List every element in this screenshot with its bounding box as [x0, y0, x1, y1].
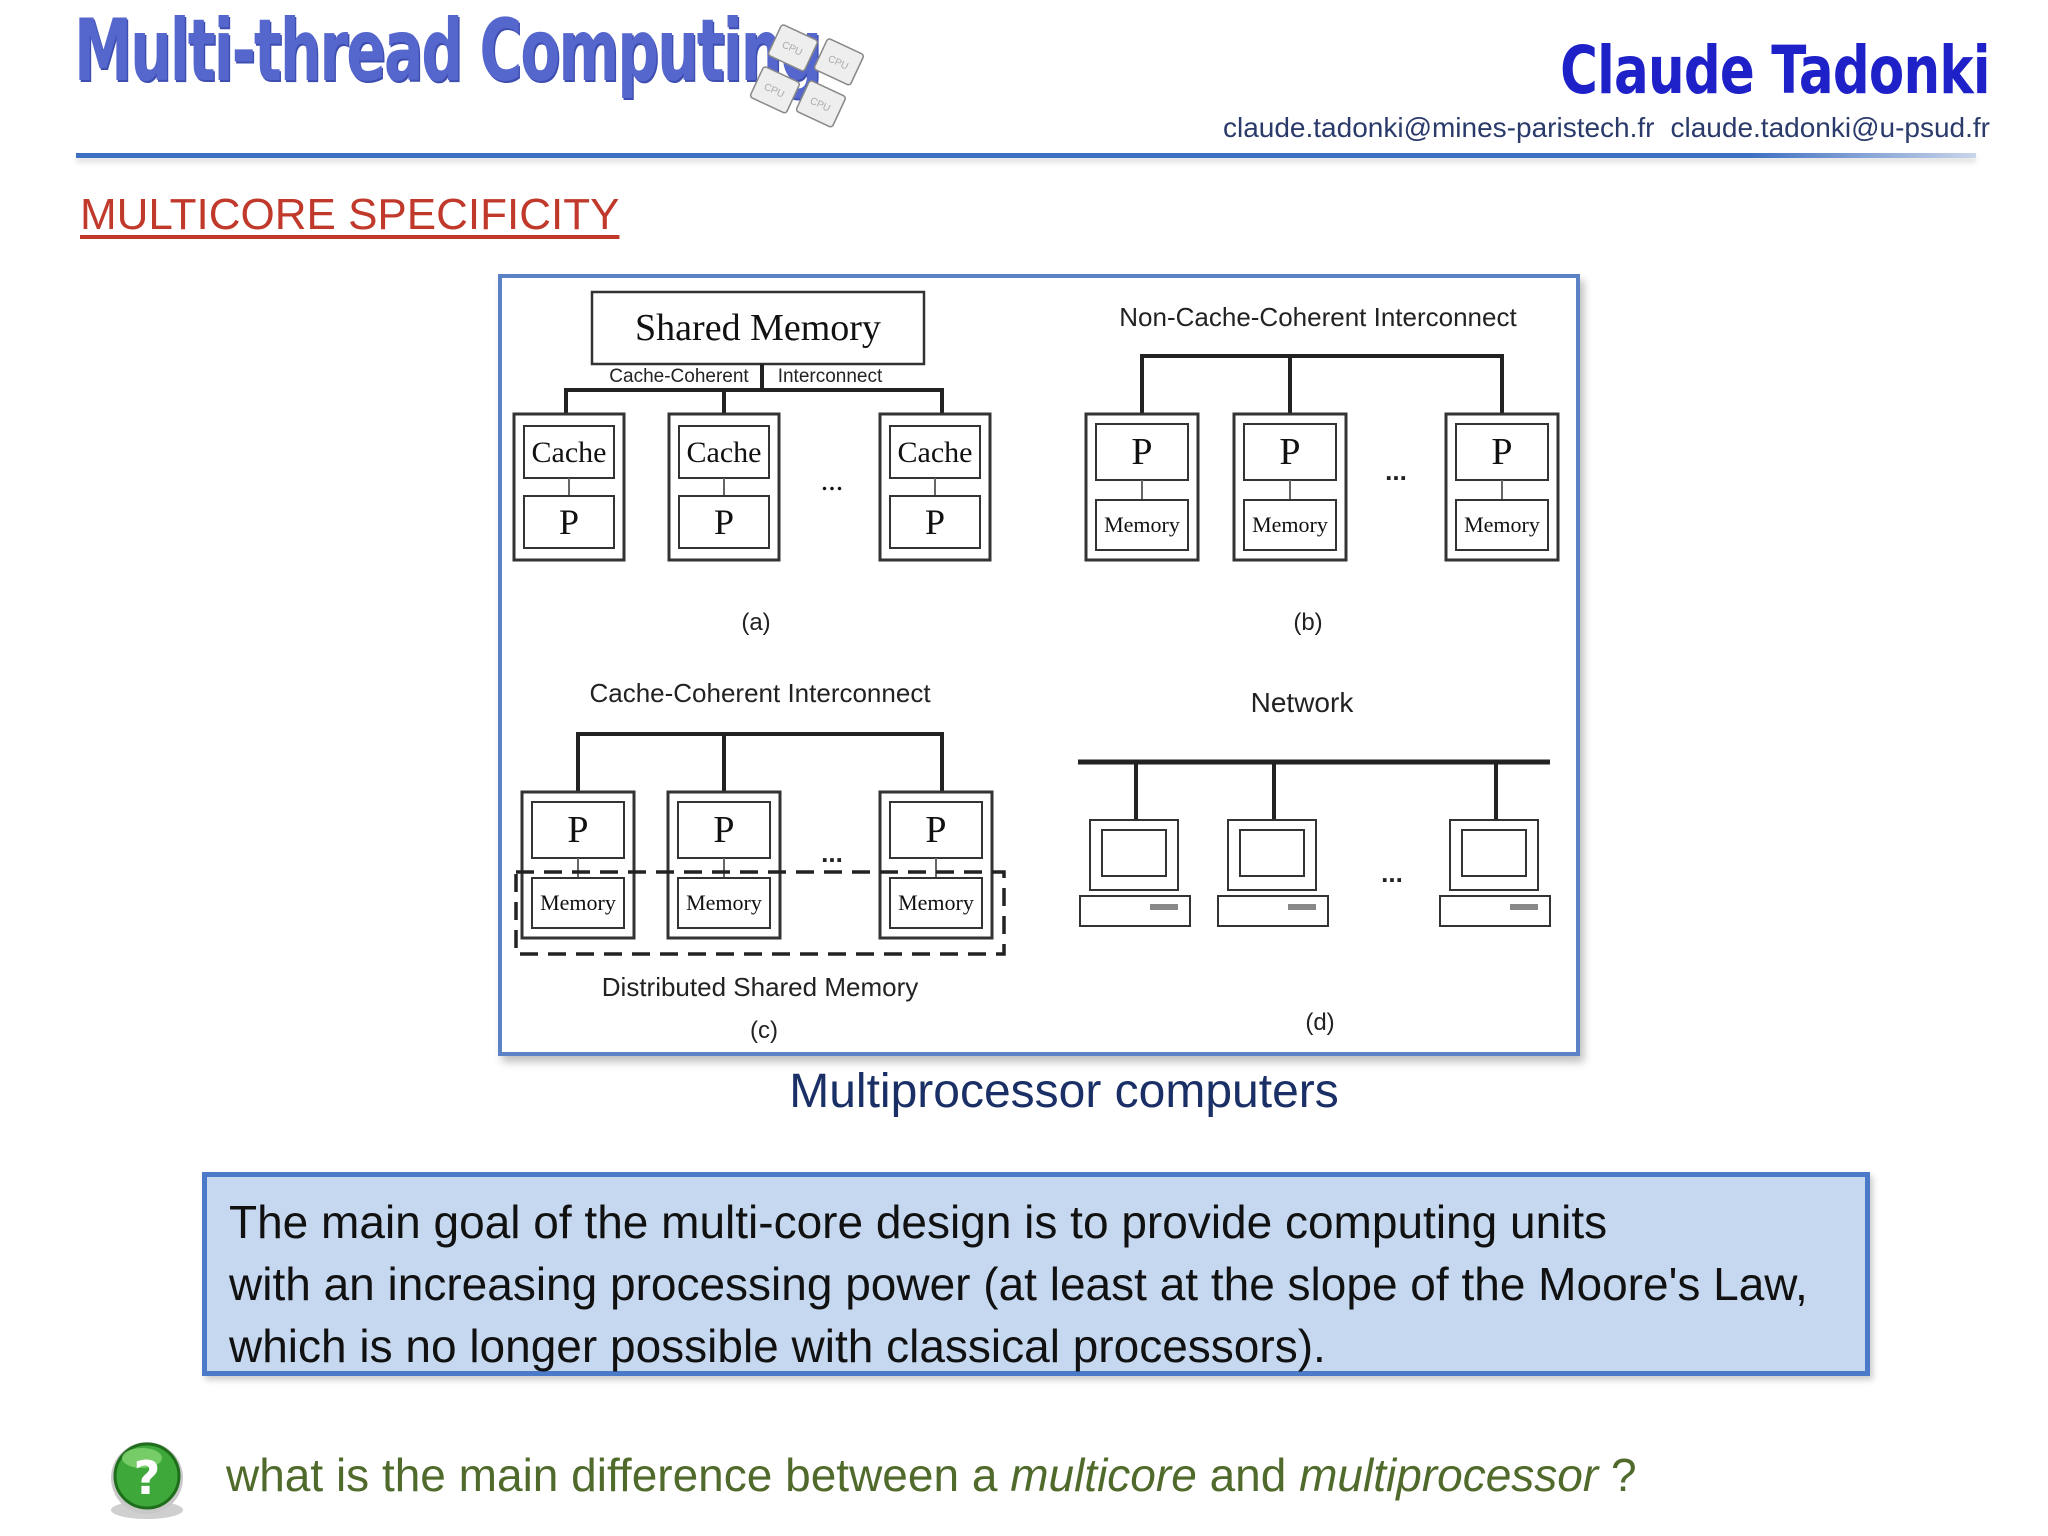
header-divider — [76, 153, 1976, 158]
svg-text:Cache: Cache — [687, 436, 762, 469]
svg-text:P: P — [559, 502, 579, 542]
multiprocessor-diagram: Shared Memory Cache-Coherent Interconnec… — [498, 274, 1580, 1056]
figure-caption: Multiprocessor computers — [789, 1065, 1339, 1118]
computer-icon — [1079, 819, 1191, 927]
note-line: with an increasing processing power (at … — [229, 1258, 1808, 1310]
section-title: MULTICORE SPECIFICITY — [80, 190, 620, 239]
question-mark-icon: ? — [104, 1438, 190, 1524]
interconnect-label: Cache-Coherent — [609, 366, 749, 387]
course-title: Multi-thread Computing — [74, 1, 822, 101]
shared-memory-box — [590, 290, 926, 366]
author-emails: claude.tadonki@mines-paristech.fr claude.… — [1207, 112, 1990, 144]
ellipsis: ... — [1381, 858, 1403, 888]
panel-d-label: (d) — [1305, 1009, 1334, 1036]
processor-memory-node: P Memory — [1232, 412, 1348, 562]
svg-text:P: P — [925, 809, 946, 851]
discussion-question: what is the main difference between a mu… — [226, 1449, 1637, 1501]
svg-text:?: ? — [134, 1451, 161, 1505]
svg-text:P: P — [925, 502, 945, 542]
svg-text:Memory: Memory — [540, 890, 616, 915]
svg-text:Memory: Memory — [898, 890, 974, 915]
cpu-chips-logo: CPU CPU CPU CPU — [740, 18, 880, 138]
processor-memory-node: P Memory — [520, 790, 636, 940]
distributed-memory-dashed-region — [514, 870, 1006, 956]
term-multicore: multicore — [1010, 1449, 1197, 1501]
ellipsis: ... — [1385, 456, 1407, 486]
panel-b-label: (b) — [1293, 609, 1322, 636]
cache-processor-node: Cache P — [667, 412, 781, 562]
ellipsis: ... — [821, 464, 844, 497]
panel-a-label: (a) — [741, 609, 770, 636]
interconnect-label: Cache-Coherent Interconnect — [589, 678, 931, 708]
svg-text:P: P — [713, 809, 734, 851]
network-label: Network — [1251, 687, 1355, 718]
key-point-box: The main goal of the multi-core design i… — [202, 1172, 1870, 1376]
email-link[interactable]: claude.tadonki@u-psud.fr — [1670, 112, 1991, 143]
svg-text:Memory: Memory — [1104, 512, 1180, 537]
cache-processor-node: Cache P — [512, 412, 626, 562]
svg-text:P: P — [1279, 431, 1300, 473]
note-line: The main goal of the multi-core design i… — [229, 1196, 1608, 1248]
svg-text:P: P — [1491, 431, 1512, 473]
computer-icon — [1217, 819, 1329, 927]
cache-processor-node: Cache P — [878, 412, 992, 562]
author-name: Claude Tadonki — [1560, 32, 1990, 109]
svg-text:Cache: Cache — [532, 436, 607, 469]
interconnect-label: Interconnect — [778, 366, 883, 387]
note-line: which is no longer possible with classic… — [229, 1320, 1326, 1372]
processor-memory-node: P Memory — [878, 790, 994, 940]
svg-text:P: P — [714, 502, 734, 542]
shared-memory-label: Shared Memory — [635, 307, 881, 349]
svg-text:Memory: Memory — [1464, 512, 1540, 537]
processor-memory-node: P Memory — [1084, 412, 1200, 562]
computer-icon — [1439, 819, 1551, 927]
interconnect-label: Non-Cache-Coherent Interconnect — [1119, 302, 1517, 332]
svg-text:Memory: Memory — [686, 890, 762, 915]
svg-text:Memory: Memory — [1252, 512, 1328, 537]
ellipsis: ... — [821, 838, 843, 868]
panel-c-label: (c) — [750, 1017, 778, 1044]
term-multiprocessor: multiprocessor — [1299, 1449, 1599, 1501]
email-link[interactable]: claude.tadonki@mines-paristech.fr — [1222, 112, 1655, 143]
svg-text:P: P — [1131, 431, 1152, 473]
dsm-label: Distributed Shared Memory — [602, 972, 918, 1002]
svg-text:P: P — [567, 809, 588, 851]
processor-memory-node: P Memory — [1444, 412, 1560, 562]
svg-text:Cache: Cache — [898, 436, 973, 469]
processor-memory-node: P Memory — [666, 790, 782, 940]
